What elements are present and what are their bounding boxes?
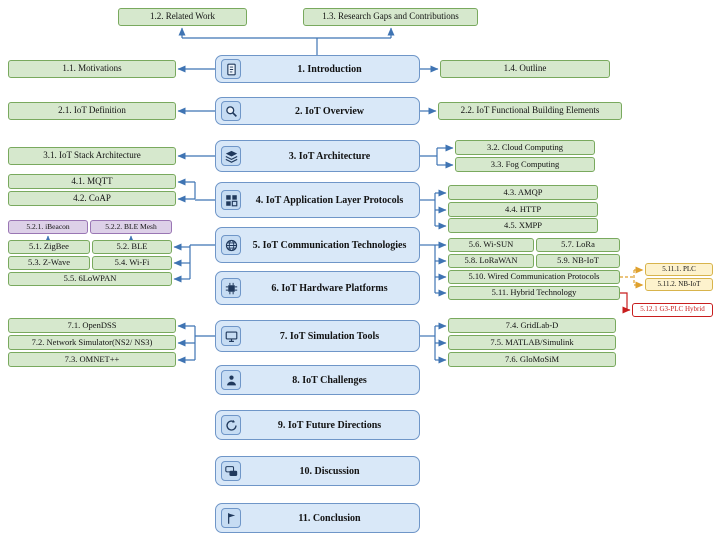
section-11-conclusion: 11. Conclusion [215, 503, 420, 533]
subsection-1-4-outline: 1.4. Outline [440, 60, 610, 78]
subsection-7-6-glomosim: 7.6. GloMoSiM [448, 352, 616, 367]
subsection-5-12-1-g3-plc-hybrid: 5.12.1 G3-PLC Hybrid [632, 303, 713, 317]
subsection-1-1-motivations: 1.1. Motivations [8, 60, 176, 78]
circular-arrow-icon [221, 415, 241, 435]
subsection-5-2-ble: 5.2. BLE [92, 240, 172, 254]
chip-icon [221, 278, 241, 298]
subsection-3-3-fog-computing: 3.3. Fog Computing [455, 157, 595, 172]
subsection-1-3-research-gaps: 1.3. Research Gaps and Contributions [303, 8, 478, 26]
section-5-communication-technologies: 5. IoT Communication Technologies [215, 227, 420, 263]
subsection-5-3-z-wave: 5.3. Z-Wave [8, 256, 90, 270]
subsection-5-5-6lowpan: 5.5. 6LoWPAN [8, 272, 172, 286]
layers-icon [221, 146, 241, 166]
subsection-2-1-iot-definition: 2.1. IoT Definition [8, 102, 176, 120]
subsection-7-1-opendss: 7.1. OpenDSS [8, 318, 176, 333]
section-7-label: 7. IoT Simulation Tools [279, 330, 380, 342]
subsection-5-11-2-nb-iot: 5.11.2. NB-IoT [645, 278, 713, 291]
subsection-5-9-nb-iot: 5.9. NB-IoT [536, 254, 620, 268]
subsection-5-2-1-ibeacon: 5.2.1. iBeacon [8, 220, 88, 234]
section-1-introduction: 1. Introduction [215, 55, 420, 83]
section-10-discussion: 10. Discussion [215, 456, 420, 486]
subsection-7-4-gridlab-d: 7.4. GridLab-D [448, 318, 616, 333]
subsection-4-5-xmpp: 4.5. XMPP [448, 218, 598, 233]
subsection-5-10-wired-communication-protocols: 5.10. Wired Communication Protocols [448, 270, 620, 284]
section-5-label: 5. IoT Communication Technologies [252, 239, 407, 251]
document-icon [221, 59, 241, 79]
section-10-label: 10. Discussion [299, 465, 360, 477]
section-3-iot-architecture: 3. IoT Architecture [215, 140, 420, 172]
subsection-7-5-matlab-simulink: 7.5. MATLAB/Simulink [448, 335, 616, 350]
chat-bubbles-icon [221, 461, 241, 481]
subsection-4-3-amqp: 4.3. AMQP [448, 185, 598, 200]
section-9-future-directions: 9. IoT Future Directions [215, 410, 420, 440]
section-1-label: 1. Introduction [297, 63, 362, 75]
subsection-5-4-wifi: 5.4. Wi-Fi [92, 256, 172, 270]
person-icon [221, 370, 241, 390]
subsection-5-11-1-plc: 5.11.1. PLC [645, 263, 713, 276]
subsection-5-2-2-ble-mesh: 5.2.2. BLE Mesh [90, 220, 172, 234]
monitor-icon [221, 326, 241, 346]
subsection-7-2-network-simulator: 7.2. Network Simulator(NS2/ NS3) [8, 335, 176, 350]
subsection-5-1-zigbee: 5.1. ZigBee [8, 240, 90, 254]
subsection-7-3-omnet: 7.3. OMNET++ [8, 352, 176, 367]
subsection-2-2-functional-building-elements: 2.2. IoT Functional Building Elements [438, 102, 622, 120]
section-4-label: 4. IoT Application Layer Protocols [255, 194, 404, 206]
section-6-label: 6. IoT Hardware Platforms [271, 282, 388, 294]
subsection-3-2-cloud-computing: 3.2. Cloud Computing [455, 140, 595, 155]
flag-icon [221, 508, 241, 528]
subsection-1-2-related-work: 1.2. Related Work [118, 8, 247, 26]
section-2-label: 2. IoT Overview [295, 105, 364, 117]
magnifier-icon [221, 101, 241, 121]
section-4-application-layer-protocols: 4. IoT Application Layer Protocols [215, 182, 420, 218]
subsection-4-4-http: 4.4. HTTP [448, 202, 598, 217]
subsection-5-11-hybrid-technology: 5.11. Hybrid Technology [448, 286, 620, 300]
subsection-3-1-iot-stack-architecture: 3.1. IoT Stack Architecture [8, 147, 176, 165]
subsection-5-6-wi-sun: 5.6. Wi-SUN [448, 238, 534, 252]
subsection-4-2-coap: 4.2. CoAP [8, 191, 176, 206]
section-3-label: 3. IoT Architecture [288, 150, 371, 162]
section-8-iot-challenges: 8. IoT Challenges [215, 365, 420, 395]
section-2-iot-overview: 2. IoT Overview [215, 97, 420, 125]
section-6-hardware-platforms: 6. IoT Hardware Platforms [215, 271, 420, 305]
section-9-label: 9. IoT Future Directions [277, 419, 382, 431]
subsection-5-8-lorawan: 5.8. LoRaWAN [448, 254, 534, 268]
section-11-label: 11. Conclusion [298, 512, 361, 524]
globe-icon [221, 235, 241, 255]
section-7-simulation-tools: 7. IoT Simulation Tools [215, 320, 420, 352]
section-8-label: 8. IoT Challenges [292, 374, 367, 386]
subsection-4-1-mqtt: 4.1. MQTT [8, 174, 176, 189]
subsection-5-7-lora: 5.7. LoRa [536, 238, 620, 252]
app-grid-icon [221, 190, 241, 210]
